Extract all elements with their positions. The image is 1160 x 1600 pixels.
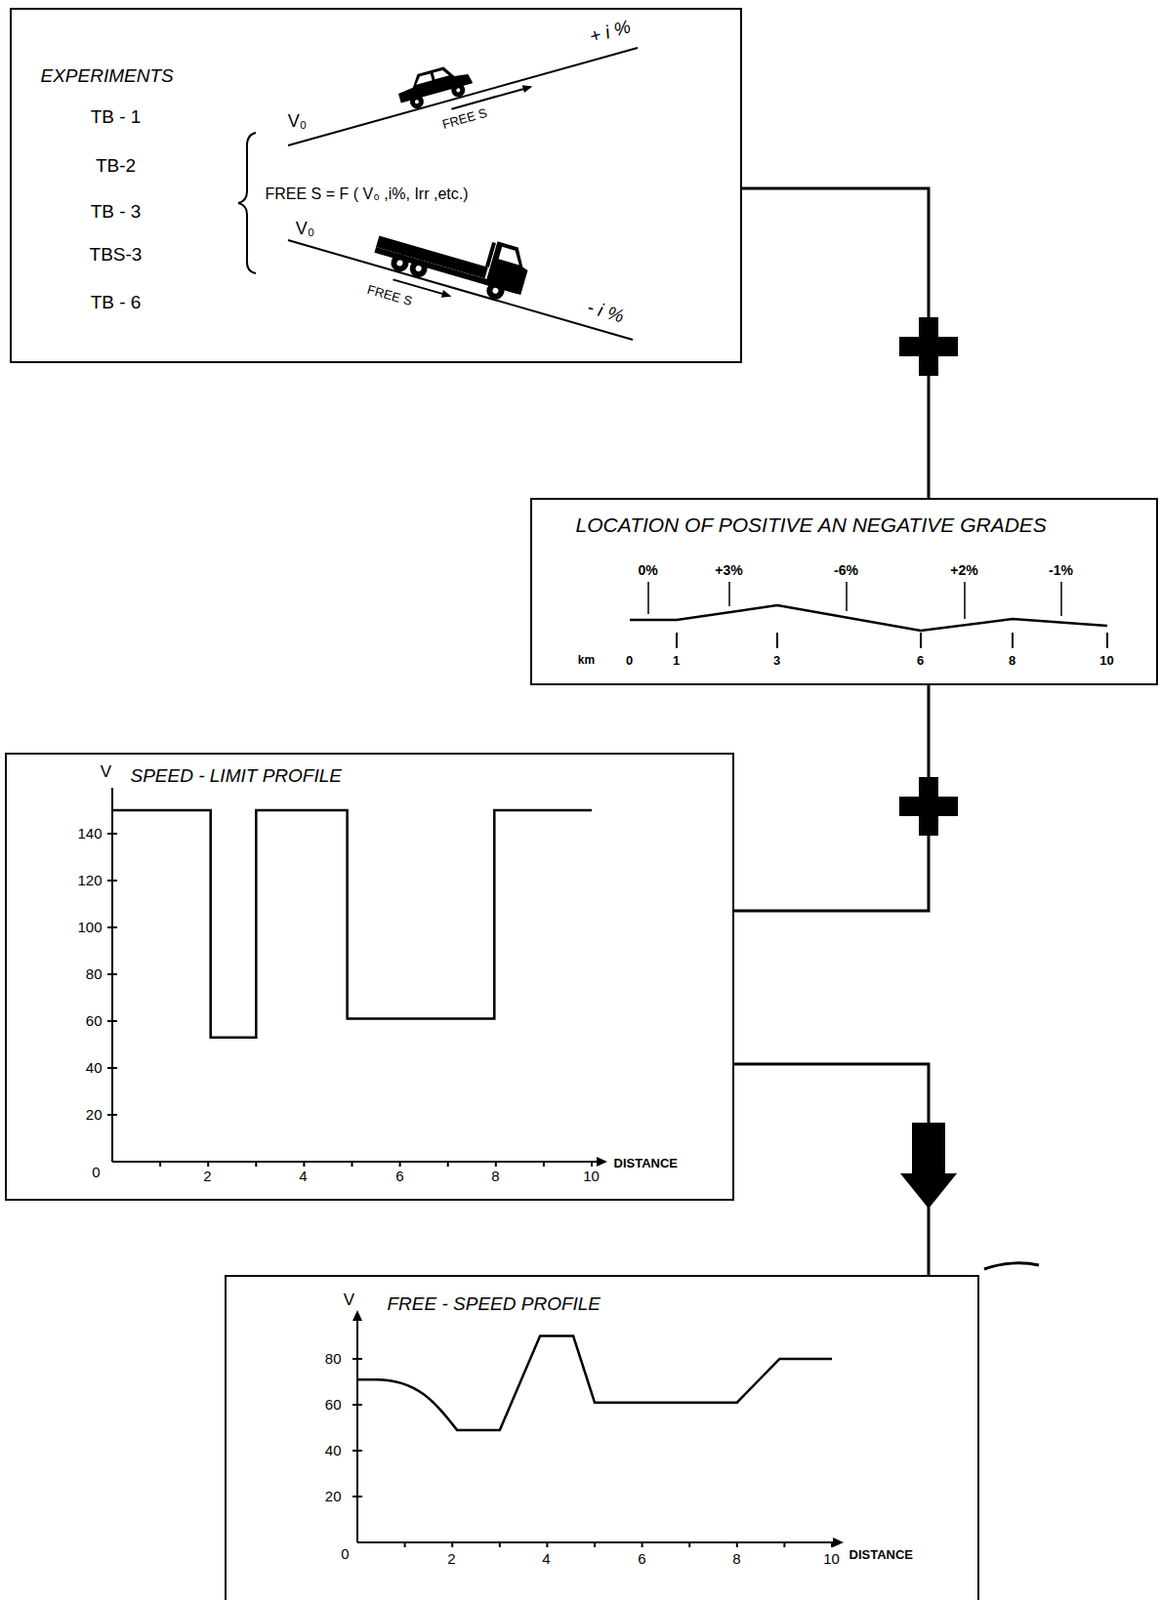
panel-label: TB - 6 (90, 291, 142, 313)
panel-label: 80 (85, 965, 103, 983)
panel-box: FREE - SPEED PROFILE V 80 60 40 20 0 2 4 6 8 10 DIST… (224, 1275, 980, 1600)
panel-label: 80 (325, 1350, 342, 1368)
panel-label: 1 (672, 653, 680, 667)
panel-label: 20 (85, 1106, 103, 1123)
panel-heading: LOCATION OF POSITIVE AN NEGATIVE GRADES (576, 513, 1047, 537)
speed-limit-chart (107, 787, 598, 1167)
panel-label: 140 (77, 825, 102, 842)
panel-heading: FREE - SPEED PROFILE (387, 1293, 602, 1315)
panel-label: 8 (491, 1167, 499, 1185)
panel-label: 10 (582, 1167, 600, 1185)
connector-line (734, 1064, 929, 1276)
free-speed-chart (352, 1320, 834, 1548)
panel-label: FREE S (365, 282, 414, 309)
panel-label: 2 (203, 1167, 211, 1185)
panel-label: 0 (625, 653, 633, 667)
panel-box: SPEED - LIMIT PROFILE V 140 120 100 80 60 40 20 0… (4, 752, 735, 1202)
axis-arrow (596, 1157, 608, 1167)
panel-label: -6% (833, 563, 859, 579)
panel-label: 60 (325, 1396, 342, 1413)
panel-label: km (578, 654, 595, 667)
panel-label: FREE S (440, 105, 489, 131)
panel-label: +3% (714, 563, 743, 579)
panel-heading: EXPERIMENTS (41, 65, 174, 86)
panel-label: + i % (586, 16, 633, 48)
panel-label: 0% (637, 563, 658, 579)
panel-label: 4 (541, 1550, 550, 1568)
axis-ticks (160, 1161, 592, 1167)
panel-label: DISTANCE (849, 1547, 913, 1562)
plus-sign (899, 777, 958, 836)
arrow-head (522, 84, 534, 93)
panel-label: TB - 3 (90, 201, 142, 222)
stray-mark (984, 1263, 1039, 1270)
panel-label: 40 (85, 1059, 103, 1077)
panel-label: V₀ (288, 112, 307, 132)
panel-box: EXPERIMENTS TB - 1 TB-2 TB - 3 TBS-3 TB - 6 FR… (9, 7, 743, 364)
panel-label: +2% (950, 563, 978, 579)
free-speed-line (357, 1336, 832, 1431)
panel-label: V₀ (295, 219, 315, 240)
panel-label: 0 (91, 1163, 100, 1181)
downhill-line (288, 240, 633, 340)
panel-label: TB-2 (95, 155, 136, 176)
road-profile (629, 605, 1108, 631)
panel-label: -1% (1048, 563, 1074, 579)
panel-label: V (343, 1290, 355, 1310)
panel-label: 2 (447, 1550, 456, 1568)
panel-label: 100 (77, 918, 102, 936)
speed-limit-line (112, 810, 592, 1038)
chart-axes (112, 787, 598, 1162)
curly-bracket (238, 132, 256, 274)
panel-heading: SPEED - LIMIT PROFILE (130, 765, 342, 787)
panel-box: LOCATION OF POSITIVE AN NEGATIVE GRADES 0… (530, 497, 1159, 686)
panel-label: 10 (1099, 653, 1114, 667)
panel-label: 60 (85, 1012, 103, 1030)
panel-label: V (100, 762, 112, 782)
panel-label: 8 (1008, 653, 1016, 667)
plus-sign (899, 317, 958, 376)
axis-ticks (405, 1542, 832, 1548)
arrow-head (900, 1122, 957, 1209)
car-silhouette (394, 60, 475, 113)
panel-label: TBS-3 (89, 244, 143, 265)
panel-label: 40 (325, 1442, 342, 1459)
experiment-sketch (238, 47, 638, 340)
panel-label: 6 (637, 1550, 646, 1568)
panel-label: 20 (325, 1488, 342, 1505)
panel-label: TB - 1 (90, 106, 142, 127)
panel-label: 6 (395, 1167, 404, 1185)
panel-label: - i % (583, 296, 625, 328)
leader-lines (648, 581, 1062, 620)
panel-label: 0 (340, 1545, 349, 1563)
panel-label: 120 (77, 871, 102, 889)
panel-label: 6 (916, 653, 924, 667)
axis-arrow (352, 1310, 363, 1322)
grade-profile (629, 581, 1108, 649)
axis-ticks (107, 833, 118, 1116)
km-ticks (676, 632, 1108, 649)
panel-label: 10 (823, 1550, 840, 1568)
uphill-line (288, 47, 638, 146)
panel-label: DISTANCE (614, 1156, 678, 1170)
panel-label: FREE S = F ( V₀ ,i%, Irr ,etc.) (265, 185, 469, 204)
axis-arrow (832, 1537, 844, 1548)
panel-label: 8 (732, 1550, 741, 1568)
arrow-head (441, 290, 453, 298)
panel-label: 3 (773, 653, 781, 667)
panel-label: 4 (298, 1167, 307, 1185)
chart-axes (357, 1320, 834, 1543)
